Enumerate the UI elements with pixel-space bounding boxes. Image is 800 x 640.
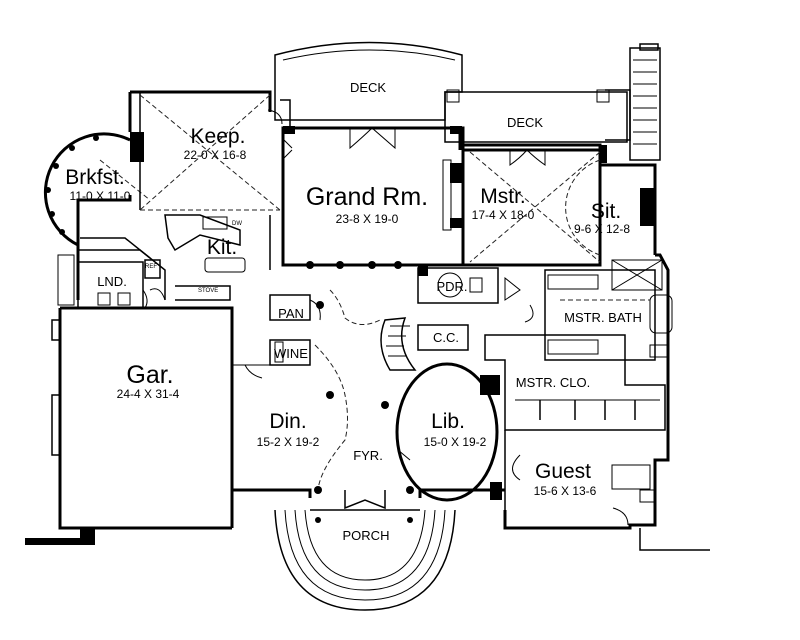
deck-right xyxy=(444,89,628,143)
library xyxy=(395,362,502,502)
mstr-clo-label: MSTR. CLO. xyxy=(516,375,590,390)
keep-name: Keep. xyxy=(191,125,246,148)
pan-label: PAN xyxy=(278,306,304,321)
kit-name: Kit. xyxy=(207,236,237,259)
kitchen xyxy=(78,214,271,301)
din-name: Din. xyxy=(269,410,306,433)
mstr-dims: 17-4 X 18-0 xyxy=(472,208,535,222)
cc-label: C.C. xyxy=(433,330,459,345)
porch-label: PORCH xyxy=(343,528,390,543)
garage-side-wall xyxy=(25,319,95,545)
mstr-bath-label: MSTR. BATH xyxy=(564,310,642,325)
exterior-stairs xyxy=(605,43,661,161)
din-dims: 15-2 X 19-2 xyxy=(257,435,320,449)
brkfst-dims: 11-0 X 11-0 xyxy=(70,189,131,203)
pantry-wine xyxy=(232,294,321,379)
sit-name: Sit. xyxy=(591,200,621,223)
guest-walls xyxy=(504,430,710,551)
keep-dims: 22-0 X 16-8 xyxy=(184,148,247,162)
fyr-label: FYR. xyxy=(353,448,383,463)
stove-label: STOVE xyxy=(198,288,218,294)
lnd-label: LND. xyxy=(97,274,127,289)
gar-dims: 24-4 X 31-4 xyxy=(117,387,180,401)
deck-top-label: DECK xyxy=(350,80,386,95)
pdr-label: PDR. xyxy=(436,279,467,294)
master-walls xyxy=(463,145,655,267)
keeping-room-walls xyxy=(139,92,293,211)
sit-dims: 9-6 X 12-8 xyxy=(574,222,630,236)
deck-right-label: DECK xyxy=(507,115,543,130)
wine-label: WINE xyxy=(274,346,308,361)
room-labels: DECK DECK Keep. 22-0 X 16-8 Brkfst. 11-0… xyxy=(65,80,642,543)
lib-name: Lib. xyxy=(431,410,465,433)
master-closet xyxy=(484,334,666,431)
dw-label: DW xyxy=(232,221,242,227)
gar-name: Gar. xyxy=(126,361,173,389)
coat-closet xyxy=(417,324,469,351)
ref-label: REF xyxy=(145,264,157,270)
guest-dims: 15-6 X 13-6 xyxy=(534,484,597,498)
grand-room-walls xyxy=(281,126,465,269)
powder-room xyxy=(417,264,521,304)
laundry xyxy=(57,254,148,309)
mstr-name: Mstr. xyxy=(480,185,526,208)
foyer xyxy=(314,289,417,510)
master-bath xyxy=(524,259,673,361)
brkfst-name: Brkfst. xyxy=(65,166,125,189)
porch xyxy=(274,509,456,611)
grand-name: Grand Rm. xyxy=(306,183,428,211)
grand-dims: 23-8 X 19-0 xyxy=(336,212,399,226)
guest-name: Guest xyxy=(535,460,591,483)
lib-dims: 15-0 X 19-2 xyxy=(424,435,487,449)
